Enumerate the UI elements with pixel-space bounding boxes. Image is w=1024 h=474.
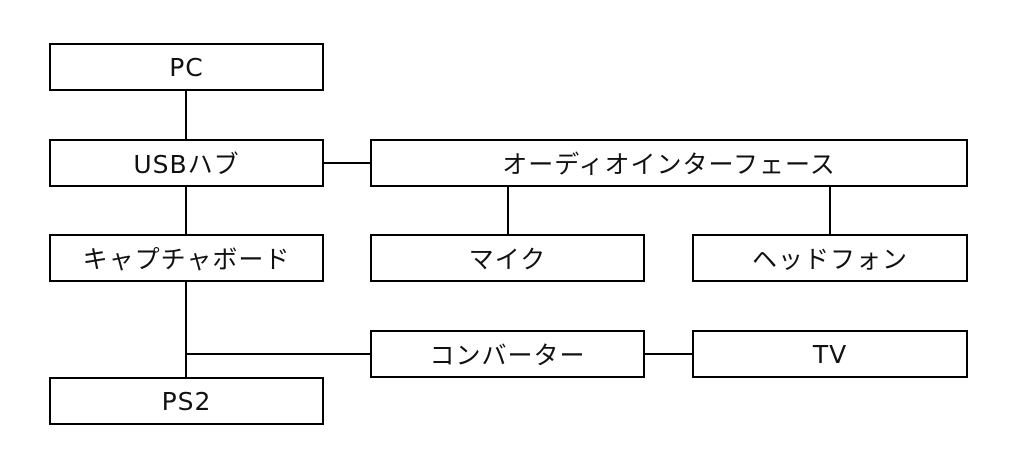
node-converter-label: コンバーター (429, 341, 586, 370)
node-usb-hub-label: USBハブ (133, 150, 240, 179)
node-ps2: PS2 (49, 377, 324, 425)
node-pc: PC (49, 43, 324, 91)
node-capture-board-label: キャプチャボード (82, 245, 291, 274)
node-tv-label: TV (812, 339, 848, 369)
node-audio-interface-label: オーディオインターフェース (502, 150, 836, 179)
node-tv: TV (692, 330, 968, 378)
node-usb-hub: USBハブ (49, 139, 324, 187)
node-audio-interface: オーディオインターフェース (370, 139, 968, 187)
node-ps2-label: PS2 (161, 386, 212, 416)
node-microphone-label: マイク (468, 245, 547, 274)
node-headphones-label: ヘッドフォン (751, 245, 908, 274)
node-pc-label: PC (169, 52, 204, 82)
node-capture-board: キャプチャボード (49, 234, 324, 282)
node-microphone: マイク (370, 234, 645, 282)
node-converter: コンバーター (370, 330, 645, 378)
node-headphones: ヘッドフォン (692, 234, 968, 282)
